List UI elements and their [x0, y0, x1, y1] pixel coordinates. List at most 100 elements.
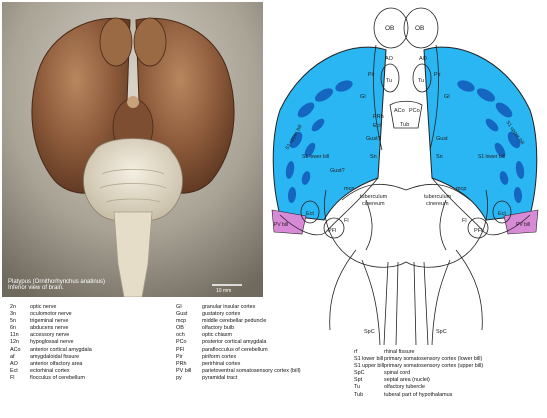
- label-Ect-mid: Ect: [373, 123, 381, 129]
- legend-abbreviation: rf: [354, 349, 384, 356]
- legend-description: anterior olfactory area: [30, 361, 82, 367]
- legend-abbreviation: Gust: [176, 311, 202, 318]
- legend-description: trigeminal nerve: [30, 318, 68, 324]
- label-PV-right: PV bill: [516, 222, 530, 228]
- legend-column-1: 2noptic nerve3noculomotor nerve5ntrigemi…: [10, 304, 92, 382]
- brain-photo: [2, 2, 263, 297]
- label-Tub: Tub: [400, 122, 409, 128]
- legend-description: ectorhinal cortex: [30, 368, 70, 374]
- brain-diagram: OB OB AO AO Tu Tu Pir Pir GI GI ACo PCo …: [266, 0, 547, 345]
- legend-abbreviation: 2n: [10, 304, 30, 311]
- legend-description: septal area (nuclei): [384, 377, 430, 383]
- legend-abbreviation: mcp: [176, 318, 202, 325]
- legend-description: spinal cord: [384, 370, 410, 376]
- label-mcp-left: mcp: [344, 186, 354, 192]
- legend-description: hypoglossal nerve: [30, 339, 73, 345]
- label-Gust-left-outer: Gust?: [330, 168, 345, 174]
- legend-description: granular insular cortex: [202, 304, 255, 310]
- label-Gust-left: Gust?: [366, 136, 381, 142]
- label-OB-left: OB: [385, 25, 394, 32]
- label-Sn-left: Sn: [370, 154, 377, 160]
- label-tc-left-1: tuberculum: [360, 194, 388, 200]
- legend-abbreviation: PRh: [176, 361, 202, 368]
- legend-description: primary somatosensory cortex (upper bill…: [384, 363, 483, 369]
- legend-abbreviation: Fl: [10, 375, 30, 382]
- legend-row: OBolfactory bulb: [176, 325, 301, 332]
- legend-description: middle cerebellar peduncle: [202, 318, 266, 324]
- legend-description: optic nerve: [30, 304, 56, 310]
- legend-abbreviation: af: [10, 354, 30, 361]
- label-GI-right: GI: [444, 94, 450, 100]
- label-PV-left: PV bill: [274, 222, 288, 228]
- legend-abbreviation: PV bill: [176, 368, 202, 375]
- legend-abbreviation: OB: [176, 325, 202, 332]
- legend-description: tuberal part of hypothalamus: [384, 392, 452, 398]
- brain-diagram-panel: OB OB AO AO Tu Tu Pir Pir GI GI ACo PCo …: [266, 0, 547, 345]
- label-PFl-left: PFl: [328, 228, 336, 234]
- label-PFl-right: PFl: [474, 228, 482, 234]
- label-tc-left-2: cinereum: [362, 201, 385, 207]
- label-Fl-right: Fl: [462, 218, 467, 224]
- photo-caption: Platypus (Ornithorhynchus anatinus) Infe…: [8, 279, 105, 292]
- legend-abbreviation: S1 upper bill: [354, 363, 384, 370]
- label-AO-left: AO: [385, 56, 394, 62]
- label-Tu-left: Tu: [386, 78, 392, 84]
- scale-label: 10 mm: [216, 288, 231, 294]
- legend-row: 3noculomotor nerve: [10, 311, 92, 318]
- legend-row: pypyramidal tract: [176, 375, 301, 382]
- legend-description: perirhinal cortex: [202, 361, 240, 367]
- legend-abbreviation: Tub: [354, 392, 384, 399]
- legend-description: rhinal fissure: [384, 349, 415, 355]
- legend-row: Gustgustatory cortex: [176, 311, 301, 318]
- legend-row: Tuolfactory tubercle: [354, 384, 483, 391]
- label-S1lower-left: S1 lower bill: [302, 154, 329, 160]
- label-OB-right: OB: [415, 25, 424, 32]
- legend-description: gustatory cortex: [202, 311, 240, 317]
- legend-description: paraflocculus of cerebellum: [202, 347, 268, 353]
- legend-description: optic chiasm: [202, 332, 232, 338]
- legend-abbreviation: 3n: [10, 311, 30, 318]
- legend-description: flocculus of cerebellum: [30, 375, 85, 381]
- brain-photo-panel: Platypus (Ornithorhynchus anatinus) Infe…: [2, 2, 263, 297]
- label-AO-right: AO: [419, 56, 428, 62]
- legend-row: 5ntrigeminal nerve: [10, 318, 92, 325]
- label-Tu-right: Tu: [418, 78, 424, 84]
- label-mcp-right: mcp: [456, 186, 466, 192]
- legend-abbreviation: och: [176, 332, 202, 339]
- legend-row: rfrhinal fissure: [354, 349, 483, 356]
- label-tc-right-1: tuberculum: [424, 194, 452, 200]
- legend-description: olfactory bulb: [202, 325, 234, 331]
- label-Gust-right: Gust: [436, 136, 448, 142]
- label-PCo: PCo: [409, 108, 420, 114]
- legend-row: S1 upper billprimary somatosensory corte…: [354, 363, 483, 370]
- legend-abbreviation: PCo: [176, 339, 202, 346]
- legend-abbreviation: PFl: [176, 347, 202, 354]
- legend-abbreviation: Spt: [354, 377, 384, 384]
- label-ACo: ACo: [394, 108, 405, 114]
- legend-description: parietoventral somatosensory cortex (bil…: [202, 368, 301, 374]
- legend-abbreviation: py: [176, 375, 202, 382]
- legend-row: 11naccessory nerve: [10, 332, 92, 339]
- legend-description: olfactory tubercle: [384, 384, 425, 390]
- legend-abbreviation: 12n: [10, 339, 30, 346]
- legend-row: Pirpiriform cortex: [176, 354, 301, 361]
- legend-abbreviation: AO: [10, 361, 30, 368]
- legend-description: anterior cortical amygdala: [30, 347, 92, 353]
- legend-description: piriform cortex: [202, 354, 236, 360]
- legend-row: Ectectorhinal cortex: [10, 368, 92, 375]
- label-Ect-right: Ect: [498, 211, 506, 217]
- abbreviation-legend: 2noptic nerve3noculomotor nerve5ntrigemi…: [2, 304, 547, 418]
